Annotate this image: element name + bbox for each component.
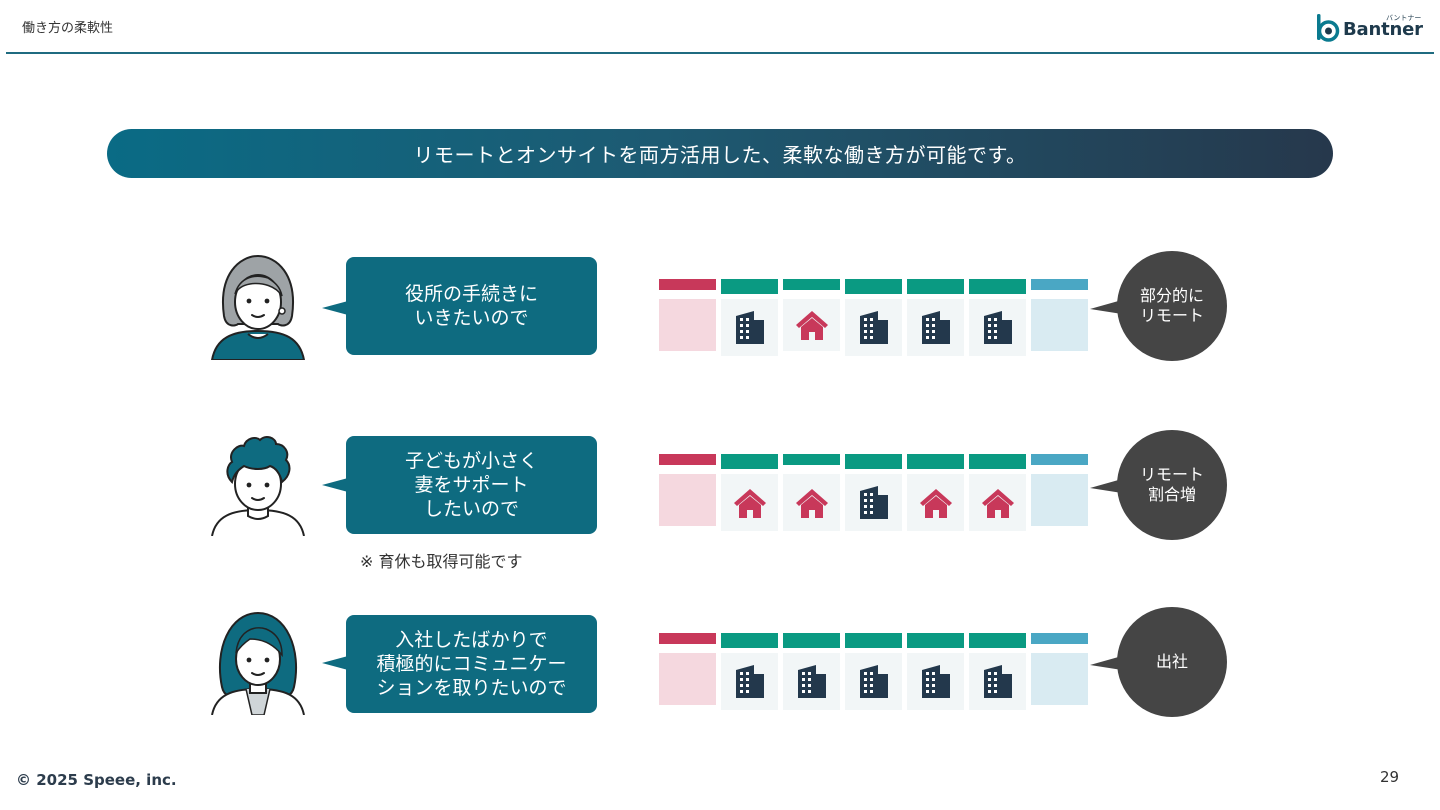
result-circle: リモート 割合増	[1117, 430, 1227, 540]
page-section-title: 働き方の柔軟性	[22, 21, 114, 36]
copyright: © 2025 Speee, inc.	[16, 771, 177, 789]
office-building-icon	[735, 310, 764, 344]
bantner-logo: Bantner バントナー	[1316, 13, 1423, 43]
home-icon	[795, 311, 828, 340]
office-building-icon	[859, 664, 888, 698]
header-divider	[6, 52, 1434, 54]
weekly-schedule	[659, 633, 1089, 715]
home-icon	[733, 488, 766, 518]
result-bubble-tail	[1090, 479, 1122, 493]
home-icon	[919, 488, 952, 518]
weekly-schedule	[659, 279, 1089, 361]
avatar-curly-hair-man	[211, 436, 305, 536]
result-bubble-tail	[1090, 656, 1122, 670]
office-building-icon	[983, 310, 1012, 344]
avatar-long-hair-woman	[211, 611, 305, 715]
office-building-icon	[921, 310, 950, 344]
office-building-icon	[921, 664, 950, 698]
page-number: 29	[1380, 768, 1400, 786]
result-circle: 出社	[1117, 607, 1227, 717]
home-icon	[981, 488, 1014, 518]
speech-bubble-tail	[322, 478, 348, 492]
speech-bubble-tail	[322, 656, 348, 670]
logo-kana: バントナー	[1386, 14, 1422, 22]
reason-bubble: 役所の手続きに いきたいので	[346, 257, 597, 355]
office-building-icon	[859, 485, 888, 519]
home-icon	[795, 488, 828, 518]
office-building-icon	[735, 664, 764, 698]
office-building-icon	[859, 310, 888, 344]
speech-bubble-tail	[322, 301, 348, 315]
result-bubble-tail	[1090, 300, 1122, 314]
headline-banner: リモートとオンサイトを両方活用した、柔軟な働き方が可能です。	[107, 129, 1333, 178]
bantner-logo-icon	[1317, 14, 1340, 42]
office-building-icon	[983, 664, 1012, 698]
parental-leave-note: ※ 育休も取得可能です	[360, 552, 523, 571]
weekly-schedule	[659, 454, 1089, 536]
office-building-icon	[797, 664, 826, 698]
reason-bubble: 子どもが小さく 妻をサポート したいので	[346, 436, 597, 534]
avatar-gray-hair-woman	[210, 254, 306, 360]
result-circle: 部分的に リモート	[1117, 251, 1227, 361]
logo-wordmark: Bantner	[1343, 19, 1423, 40]
reason-bubble: 入社したばかりで 積極的にコミュニケー ションを取りたいので	[346, 615, 597, 713]
